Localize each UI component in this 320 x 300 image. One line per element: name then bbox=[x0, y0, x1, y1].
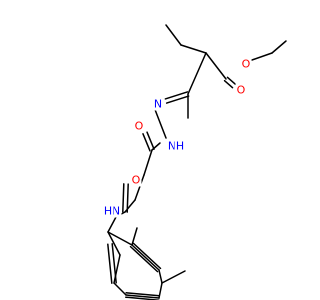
atom-label-n-hydrazide: N bbox=[168, 140, 176, 153]
bond-line bbox=[161, 270, 186, 284]
atom-label-background bbox=[235, 83, 247, 97]
atom-label-background bbox=[166, 139, 178, 153]
atom-label-n-amide: N bbox=[112, 205, 120, 218]
bond-line bbox=[205, 52, 227, 80]
atom-label-background bbox=[102, 204, 114, 218]
bond-line bbox=[143, 149, 153, 176]
atom-label-background bbox=[240, 57, 252, 71]
double-bond-line bbox=[165, 95, 190, 104]
double-bond-line bbox=[223, 79, 234, 89]
atom-label-background bbox=[133, 119, 145, 133]
atom-label-h-hydrazide: H bbox=[176, 140, 184, 153]
bond-line bbox=[165, 24, 182, 46]
bond-line bbox=[153, 106, 167, 139]
bond-line bbox=[131, 227, 138, 246]
atom-label-background bbox=[110, 204, 122, 218]
bond-line bbox=[251, 52, 273, 61]
bond-line bbox=[271, 40, 287, 54]
bond-line bbox=[131, 244, 160, 271]
bond-line bbox=[125, 294, 160, 299]
double-bond-line bbox=[125, 292, 160, 297]
double-bond-line bbox=[129, 245, 159, 273]
atom-label-n-imine: N bbox=[154, 98, 162, 111]
atom-label-background bbox=[174, 139, 186, 153]
double-bond-line bbox=[142, 133, 151, 152]
bond-line bbox=[107, 231, 121, 256]
bond-line bbox=[107, 216, 117, 233]
atom-label-o-amide-carbonyl: O bbox=[132, 174, 141, 187]
bond-line bbox=[124, 199, 136, 213]
double-bond-line bbox=[126, 183, 129, 213]
double-bond-line bbox=[107, 243, 113, 284]
bond-lines bbox=[107, 24, 287, 300]
double-bond-line bbox=[132, 242, 162, 270]
bond-line bbox=[107, 231, 133, 246]
atom-label-background bbox=[152, 97, 164, 111]
double-bond-line bbox=[111, 243, 117, 284]
double-bond-line bbox=[164, 91, 189, 100]
atom-label-h-amide: H bbox=[104, 205, 112, 218]
bond-line bbox=[180, 44, 207, 54]
double-bond-line bbox=[226, 76, 237, 86]
atom-label-o-ester-carbonyl: O bbox=[237, 84, 246, 97]
double-bond-line bbox=[146, 131, 155, 150]
atom-label-o-hydrazide-carbonyl: O bbox=[135, 120, 144, 133]
bond-line bbox=[158, 269, 163, 284]
bond-line bbox=[134, 174, 145, 201]
atom-label-o-ester-single: O bbox=[242, 58, 251, 71]
bond-line bbox=[187, 52, 207, 95]
double-bond-line bbox=[122, 183, 125, 213]
bond-line bbox=[113, 282, 127, 296]
atom-label-background bbox=[130, 173, 142, 187]
